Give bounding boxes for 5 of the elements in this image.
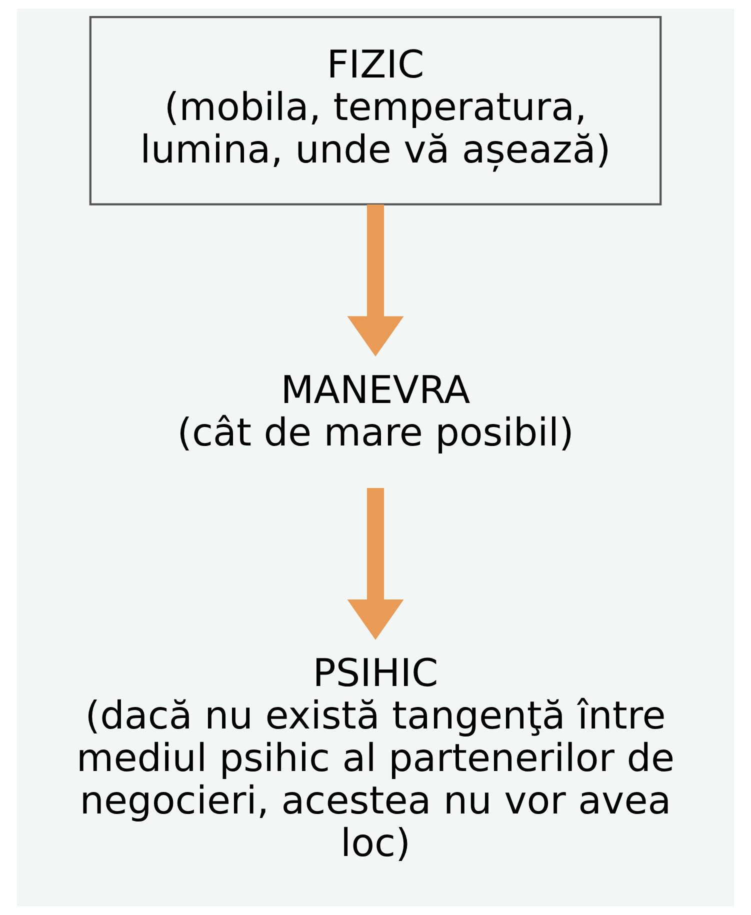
arrow	[347, 488, 404, 640]
node-text: PSIHIC (dacă nu există tangenţă între mediul psihic al partenerilor de negocieri, acestea nu vor avea loc)	[76, 651, 675, 866]
node-box: FIZIC (mobila, temperatura, lumina, unde vă așează)	[89, 16, 662, 206]
node-text: MANEVRA (cât de mare posibil)	[177, 368, 574, 456]
arrow	[347, 204, 404, 357]
